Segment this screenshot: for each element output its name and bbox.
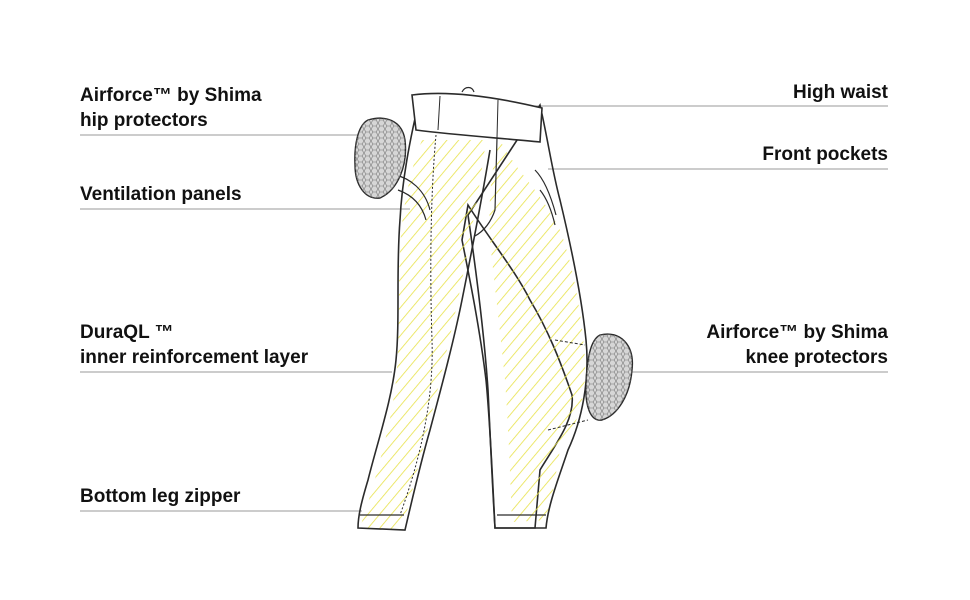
callout-knee-protectors-line1: Airforce™ by Shima — [706, 322, 888, 343]
waistband — [411, 86, 543, 237]
callout-high-waist: High waist — [792, 82, 888, 103]
callout-duraql-line2: inner reinforcement layer — [80, 347, 309, 368]
callout-front-pockets: Front pockets — [762, 144, 888, 165]
callout-bottom-leg-zipper: Bottom leg zipper — [80, 486, 241, 507]
callout-hip-protectors: Airforce™ by Shima hip protectors — [80, 83, 262, 133]
callout-knee-protectors: Airforce™ by Shima knee protectors — [706, 320, 888, 370]
left-leg — [357, 104, 491, 531]
callout-duraql-line1: DuraQL ™ — [80, 322, 174, 343]
callout-duraql: DuraQL ™ inner reinforcement layer — [80, 320, 308, 370]
hip-protector-illustration — [354, 117, 407, 199]
callout-hip-protectors-line2: hip protectors — [80, 110, 208, 131]
knee-protector-illustration — [547, 333, 634, 431]
right-leg — [461, 102, 588, 529]
callout-hip-protectors-line1: Airforce™ by Shima — [80, 85, 262, 106]
leader-lines — [80, 105, 888, 512]
callout-ventilation-panels: Ventilation panels — [80, 184, 242, 205]
callout-knee-protectors-line2: knee protectors — [745, 347, 888, 368]
